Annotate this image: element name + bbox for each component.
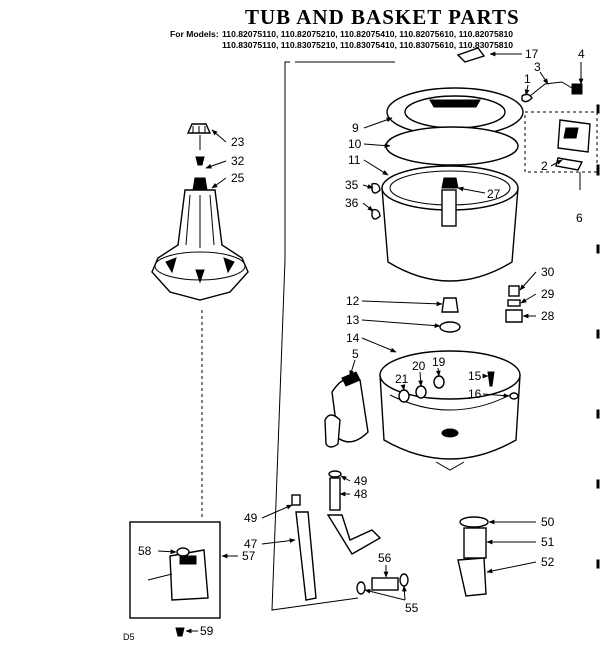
models-prefix: For Models:: [170, 29, 219, 39]
callout-29: 29: [541, 287, 555, 301]
leader-lines: [157, 51, 584, 634]
pressure-switch-assembly: [524, 111, 598, 173]
washer-16: [509, 392, 519, 400]
agitator-cap: [186, 123, 212, 166]
clip-36: [371, 208, 381, 220]
clamp-55-left: [356, 581, 366, 595]
callout-52: 52: [541, 555, 555, 569]
callout-47: 47: [244, 537, 258, 551]
callout-35: 35: [345, 178, 359, 192]
top-cover-clip: [456, 47, 486, 63]
drain-outlet-assembly: [457, 516, 489, 597]
models-line-1: 110.82075110, 110.82075210, 110.82075410…: [222, 29, 513, 39]
callout-49-upper: 49: [354, 474, 368, 488]
outer-tub: [379, 350, 521, 471]
callout-30: 30: [541, 265, 555, 279]
routing-line-left: [271, 61, 359, 611]
callout-3: 3: [534, 60, 541, 74]
edge-marks: [596, 104, 600, 569]
clamp-55-right: [399, 573, 409, 587]
callout-4: 4: [578, 47, 585, 61]
callout-19: 19: [432, 355, 446, 369]
callout-25: 25: [231, 171, 245, 185]
models-line-2: 110.83075110, 110.83075210, 110.83075410…: [222, 40, 513, 50]
callout-12: 12: [346, 294, 360, 308]
pump: [324, 371, 369, 448]
callout-2: 2: [541, 159, 548, 173]
motor-mount-box: [129, 521, 221, 637]
clip-35: [371, 182, 381, 194]
callout-48: 48: [354, 487, 368, 501]
callout-21: 21: [395, 372, 409, 386]
callout-49-lower: 49: [244, 511, 258, 525]
callout-36: 36: [345, 196, 359, 210]
callout-11: 11: [348, 153, 361, 167]
callout-51: 51: [541, 535, 555, 549]
callout-27: 27: [487, 187, 501, 201]
callout-15: 15: [468, 369, 482, 383]
hub-nut: [441, 297, 459, 313]
callout-32: 32: [231, 154, 245, 168]
outlet-fitting: [505, 285, 523, 323]
callout-56: 56: [378, 551, 392, 565]
hub-washer: [439, 321, 461, 333]
callout-57: 57: [242, 549, 256, 563]
basket: [381, 165, 519, 282]
callout-58: 58: [138, 544, 152, 558]
callout-10: 10: [348, 137, 362, 151]
drain-hose-upper: [326, 514, 382, 555]
hose-48: [329, 477, 341, 511]
callout-14: 14: [346, 331, 360, 345]
diagram-title: TUB AND BASKET PARTS: [245, 5, 520, 29]
seal-19: [433, 375, 445, 389]
bolt-15: [487, 371, 495, 387]
callout-55: 55: [405, 601, 419, 615]
hose-47: [295, 511, 317, 601]
callout-20: 20: [412, 359, 426, 373]
clamp-49-upper: [328, 470, 342, 478]
footer-code: D5: [123, 632, 135, 642]
callout-59: 59: [200, 624, 214, 638]
callout-17: 17: [525, 47, 539, 61]
seal-21: [398, 389, 410, 403]
clamp-49-lower: [291, 494, 301, 506]
callout-16: 16: [468, 387, 482, 401]
callout-28: 28: [541, 309, 555, 323]
callout-6: 6: [576, 211, 583, 225]
callout-50: 50: [541, 515, 555, 529]
tub-gasket: [385, 126, 519, 166]
seal-20: [415, 385, 427, 399]
callout-13: 13: [346, 313, 360, 327]
callout-5: 5: [352, 347, 359, 361]
callout-labels: 17 4 3 1 9 10 11 23 32 25 35 36 27 2 6 3…: [123, 47, 585, 642]
connector-56: [371, 577, 399, 591]
callout-1: 1: [524, 72, 531, 86]
callout-9: 9: [352, 121, 359, 135]
fill-hose-assembly: [521, 81, 583, 103]
agitator: [151, 177, 249, 301]
callout-23: 23: [231, 135, 245, 149]
